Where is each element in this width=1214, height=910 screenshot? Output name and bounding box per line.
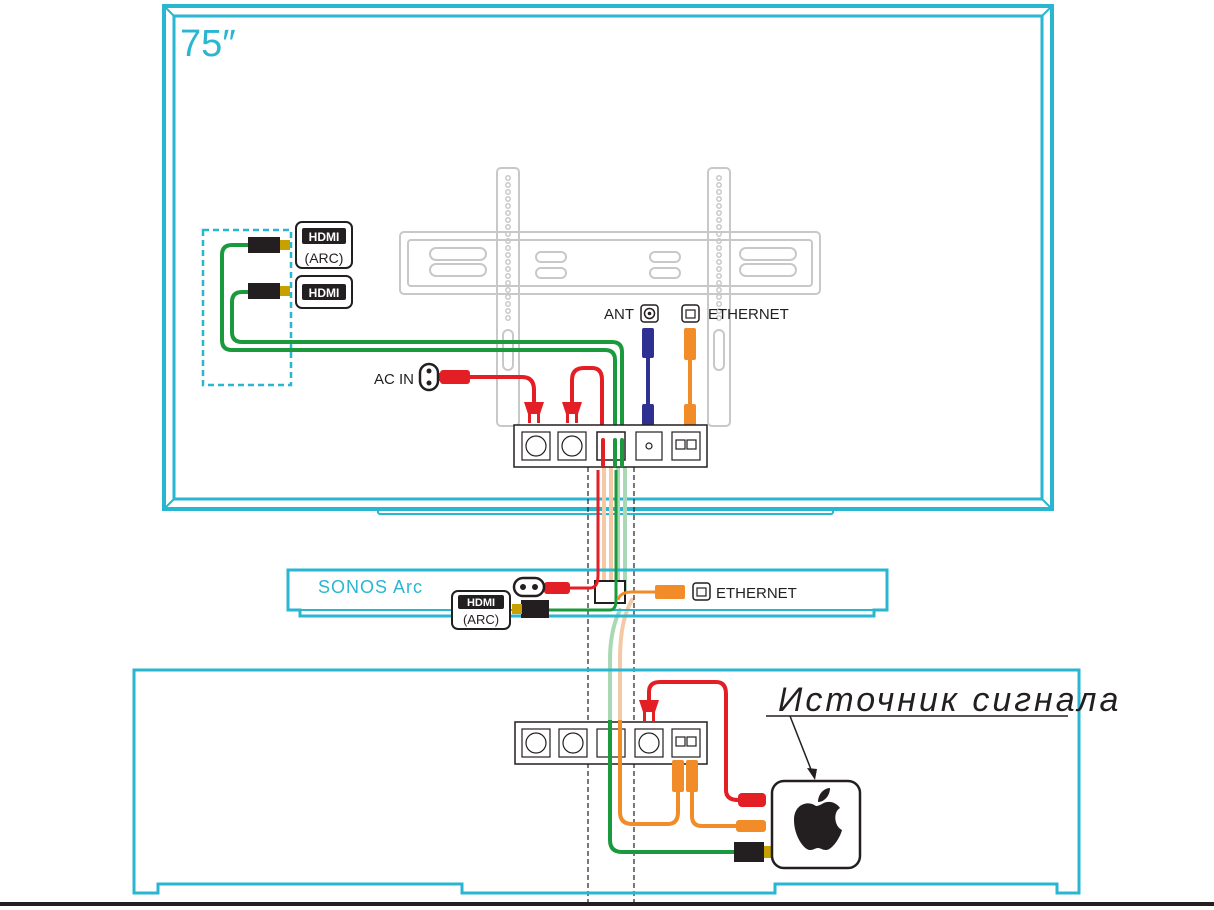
mount-hole [505,245,511,251]
hdmi-arc-label: (ARC) [305,250,344,266]
soundbar-hdmi-badge: HDMI (ARC) [451,590,511,630]
mount-hole [505,203,511,209]
mount-hole [505,189,511,195]
mount-hole [716,252,722,258]
tv-frame [162,4,1054,515]
mount-hole [716,245,722,251]
mount-hole [505,266,511,272]
mount-hole [505,259,511,265]
mount-hole [716,189,722,195]
mount-hole [505,217,511,223]
hdmi-badge: HDMI [295,275,353,309]
soundbar-hdmi-cable [512,470,618,618]
mount-hole [505,273,511,279]
mount-hole [716,182,722,188]
source-leader-arrow [789,715,817,780]
mount-hole [716,287,722,293]
hdmi-cables-plate [601,438,624,467]
apple-logo-icon [794,788,842,850]
soundbar-power-cable [544,470,600,594]
ac-plug [434,370,470,384]
cable-conduit [587,467,635,905]
mount-hole [716,259,722,265]
tv-wall-plate [513,424,708,468]
mount-hole [716,203,722,209]
mount-hole [716,175,722,181]
soundbar-name: SONOS Arc [318,577,423,597]
soundbar-ethernet-cable [616,585,685,601]
mount-hole [716,231,722,237]
source-power-cable [639,680,766,807]
mount-hole [716,224,722,230]
mount-hole [716,210,722,216]
power-cables-tv [468,366,604,460]
mount-hole [505,196,511,202]
mount-hole [505,182,511,188]
mount-hole [716,308,722,314]
mount-hole [716,273,722,279]
source-ethernet-cables [618,720,738,828]
source-device [770,779,862,870]
mount-holes [505,175,722,321]
mount-hole [716,196,722,202]
mount-hole [716,294,722,300]
hdmi-connector-2 [248,283,290,299]
mount-hole [505,280,511,286]
power-plugs-tv [524,402,582,423]
hdmi-connector-1 [248,237,290,253]
wall-mount [399,167,821,427]
ac-inlet-icon [512,576,546,598]
mount-hole [505,315,511,321]
mount-hole [716,266,722,272]
mount-hole [505,301,511,307]
tv-size-label: 75″ [180,23,236,65]
hdmi-port-zone [201,228,293,387]
hdmi-arc-label: (ARC) [463,612,499,627]
ethernet-plugs-cabinet [672,760,766,832]
hdmi-cables [220,243,624,462]
mount-hole [505,238,511,244]
mount-hole [505,294,511,300]
soundbar-port-block [594,580,626,604]
ethernet-soundbar-label: ETHERNET [716,585,797,602]
ant-label: ANT [604,306,634,323]
mount-hole [505,231,511,237]
mount-hole [716,238,722,244]
ethernet-tv-label: ETHERNET [708,306,789,323]
hdmi-logo-icon: HDMI [309,286,340,300]
hdmi-arc-badge: HDMI (ARC) [295,221,353,269]
antenna-cable [642,328,654,432]
mount-hole [716,280,722,286]
ac-inlet-icon [418,362,440,392]
hdmi-logo-icon: HDMI [467,597,495,609]
mount-hole [505,175,511,181]
mount-hole [716,315,722,321]
source-hdmi-cable [608,720,734,854]
coax-port-icon [640,304,659,323]
mount-hole [505,308,511,314]
mount-hole [505,224,511,230]
ac-in-label: AC IN [374,371,414,388]
mount-hole [505,287,511,293]
tv-cabinet [132,668,1081,895]
source-hdmi-connector [734,842,772,862]
mount-hole [505,210,511,216]
mount-hole [716,217,722,223]
ethernet-port-icon [681,304,700,323]
mount-hole [505,252,511,258]
mount-hole [716,301,722,307]
conduit-cables [602,466,634,722]
source-label: Источник сигнала [778,681,1121,719]
ethernet-cable-tv [684,328,696,432]
hdmi-logo-icon: HDMI [309,230,340,244]
ethernet-port-icon [692,582,711,601]
